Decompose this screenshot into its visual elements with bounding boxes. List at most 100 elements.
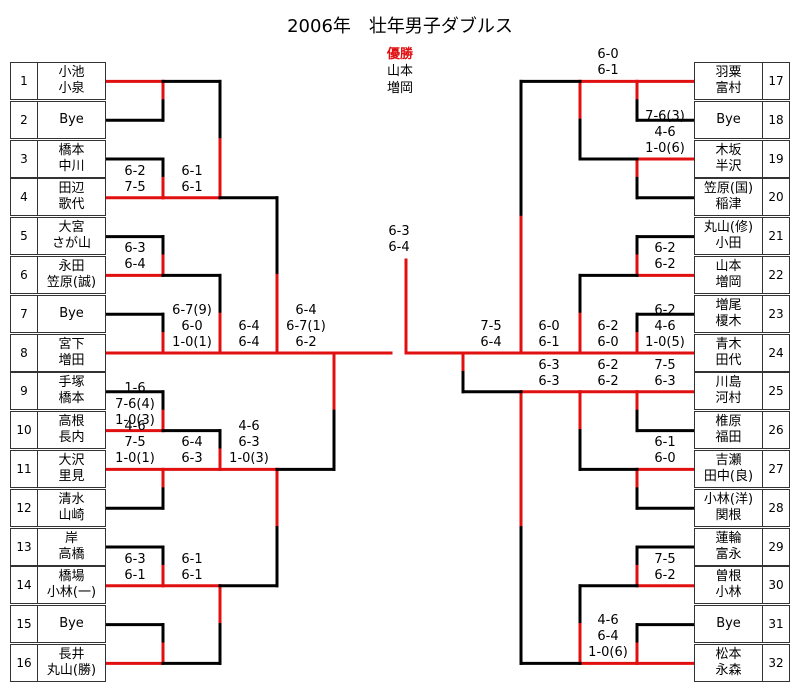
score-line: 1-0(5) bbox=[645, 335, 685, 350]
champion-label: 優勝 bbox=[386, 47, 413, 62]
entry-player: 青木 bbox=[715, 336, 742, 352]
score-line: 6-1 bbox=[597, 63, 619, 79]
entry-number: 19 bbox=[762, 140, 789, 177]
entry-player: 関根 bbox=[715, 507, 742, 523]
entry-number: 13 bbox=[11, 528, 38, 565]
entry-player: 清水 bbox=[58, 491, 85, 507]
entry-names: 曽根小林 bbox=[695, 567, 762, 603]
entry-player: 笠原(誠) bbox=[46, 275, 97, 290]
score-line: 6-1 bbox=[124, 567, 146, 583]
entry-player: 笠原(国) bbox=[703, 181, 754, 197]
entry-names: 宮下増田 bbox=[38, 335, 105, 371]
entry-number: 10 bbox=[11, 412, 38, 449]
entry-number: 28 bbox=[762, 489, 789, 526]
entry-player: Bye bbox=[59, 616, 84, 632]
score-line: 6-0 bbox=[597, 47, 619, 63]
entry-names: 椎原福田 bbox=[695, 412, 762, 448]
entry-names: 丸山(修)小田 bbox=[695, 218, 762, 254]
entry-number: 20 bbox=[762, 179, 789, 216]
score-line: 1-0(3) bbox=[115, 412, 155, 428]
entry-names: 小林(洋)関根 bbox=[695, 490, 762, 526]
entry-names: 川島河村 bbox=[695, 373, 762, 409]
entry-player: 里見 bbox=[58, 469, 85, 484]
score-line: 6-3 bbox=[238, 435, 260, 451]
score-line: 1-0(3) bbox=[229, 451, 269, 467]
score-line: 6-3 bbox=[388, 224, 410, 239]
score-line: 1-0(1) bbox=[115, 451, 155, 467]
score-line: 6-1 bbox=[181, 163, 203, 179]
score-line: 4-6 bbox=[238, 419, 260, 435]
entry-names: 青木田代 bbox=[695, 335, 762, 371]
entry-number: 12 bbox=[11, 489, 38, 526]
entry-names: 羽粟富村 bbox=[695, 63, 762, 99]
entry-player: Bye bbox=[716, 111, 741, 127]
score-line: 7-6(4) bbox=[115, 396, 155, 412]
entry-number: 17 bbox=[762, 63, 789, 99]
score-line: 6-3 bbox=[124, 551, 146, 567]
entry-names: 山本増岡 bbox=[695, 257, 762, 293]
entry-player: 椎原 bbox=[715, 414, 742, 430]
entry-number: 1 bbox=[11, 63, 38, 99]
score-line: 6-2 bbox=[597, 373, 619, 389]
entry-player: 榎木 bbox=[715, 313, 742, 329]
entry-player: 小泉 bbox=[58, 81, 85, 96]
score-line: 1-0(6) bbox=[588, 645, 628, 661]
entry-number: 16 bbox=[11, 645, 38, 681]
entry-names: 吉瀬田中(良) bbox=[695, 451, 762, 487]
entry-number: 24 bbox=[762, 334, 789, 371]
score-line: 6-4 bbox=[238, 319, 260, 334]
entry-player: 半沢 bbox=[715, 158, 742, 174]
score-line: 6-1 bbox=[181, 567, 203, 583]
entry-number: 18 bbox=[762, 101, 789, 138]
entry-names: 大宮さが山 bbox=[38, 218, 105, 254]
entry-names: 大沢里見 bbox=[38, 451, 105, 487]
score-line: 7-6(3) bbox=[645, 109, 685, 124]
entry-player: 手塚 bbox=[58, 375, 85, 391]
entry-player: 増尾 bbox=[715, 297, 742, 313]
entry-player: 稲津 bbox=[715, 197, 742, 213]
entry-player: 山本 bbox=[715, 259, 742, 274]
entry-names: 永田笠原(誠) bbox=[38, 257, 105, 293]
entry-player: 橋本 bbox=[58, 142, 85, 158]
entry-player: 宮下 bbox=[58, 336, 85, 352]
entry-names: Bye bbox=[695, 606, 762, 642]
entry-number: 32 bbox=[762, 645, 789, 681]
entry-number: 8 bbox=[11, 334, 38, 371]
entry-player: 高根 bbox=[58, 414, 85, 430]
entry-player: 小田 bbox=[715, 236, 742, 252]
score-line: 7-5 bbox=[480, 319, 502, 334]
entry-number: 29 bbox=[762, 528, 789, 565]
entry-number: 3 bbox=[11, 140, 38, 177]
score-line: 7-5 bbox=[124, 179, 146, 195]
entry-player: 小林 bbox=[715, 585, 742, 601]
entry-number: 27 bbox=[762, 451, 789, 487]
score-line: 4-6 bbox=[654, 319, 676, 334]
score-line: 6-1 bbox=[654, 435, 676, 451]
score-line: 6-3 bbox=[538, 373, 560, 389]
score-line: 6-4 bbox=[181, 435, 203, 451]
entry-player: 歌代 bbox=[58, 197, 85, 213]
entry-names: 笠原(国)稲津 bbox=[695, 179, 762, 215]
